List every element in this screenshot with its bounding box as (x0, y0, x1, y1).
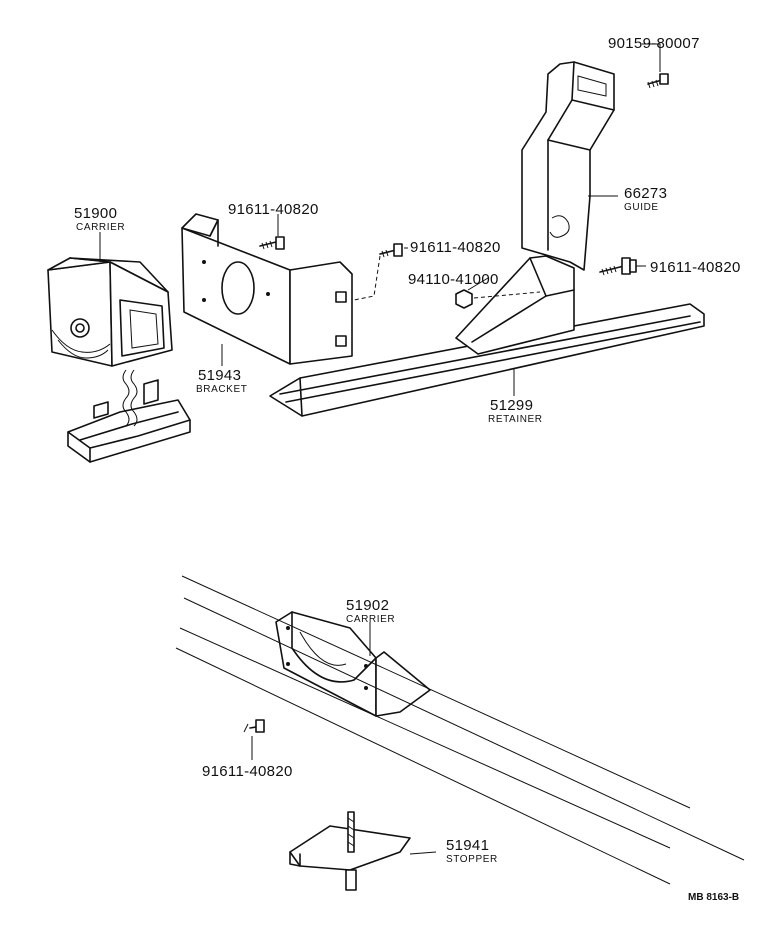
label-51299: 51299 RETAINER (488, 397, 543, 425)
part-number: 66273 (624, 185, 667, 202)
bolt-a-drawing (259, 236, 285, 250)
bolt-b-drawing (353, 243, 403, 301)
bolt-c-drawing (599, 257, 637, 276)
part-name: GUIDE (624, 202, 659, 213)
part-name: CARRIER (346, 614, 395, 625)
drawing-code: MB 8163-B (688, 892, 739, 903)
fastener-91611-label-b: 91611-40820 (410, 239, 501, 256)
label-51902: 51902 CARRIER (346, 597, 395, 625)
label-66273: 66273 GUIDE (624, 185, 667, 213)
bolt-90159-drawing (647, 73, 669, 89)
fastener-90159-label: 90159-80007 (608, 35, 700, 52)
bracket-51943-drawing (181, 213, 353, 365)
part-number: 51902 (346, 597, 389, 614)
fastener-91611-label-a: 91611-40820 (228, 201, 319, 218)
carrier-51900-drawing (47, 257, 191, 463)
part-number: 51299 (490, 397, 533, 414)
stopper-51941-drawing (289, 811, 411, 891)
bolt-d-drawing (243, 719, 265, 733)
label-51943: 51943 BRACKET (196, 367, 247, 395)
part-number: 51900 (74, 205, 117, 222)
part-number: 51941 (446, 837, 489, 854)
guide-66273-drawing (521, 61, 615, 271)
label-51941: 51941 STOPPER (446, 837, 498, 865)
frame-rails (175, 575, 745, 885)
label-51900: 51900 CARRIER (74, 205, 125, 233)
part-number: 51943 (198, 367, 241, 384)
nut-94110-drawing (455, 289, 541, 309)
part-name: CARRIER (76, 222, 125, 233)
part-name: BRACKET (196, 384, 247, 395)
retainer-51299-drawing (269, 255, 705, 417)
part-name: STOPPER (446, 854, 498, 865)
carrier-51902-drawing (275, 611, 431, 717)
leader-lines (99, 43, 661, 855)
fastener-91611-label-d: 91611-40820 (202, 763, 293, 780)
part-name: RETAINER (488, 414, 543, 425)
fastener-91611-label-c: 91611-40820 (650, 259, 741, 276)
fastener-94110-label: 94110-41000 (408, 271, 499, 288)
